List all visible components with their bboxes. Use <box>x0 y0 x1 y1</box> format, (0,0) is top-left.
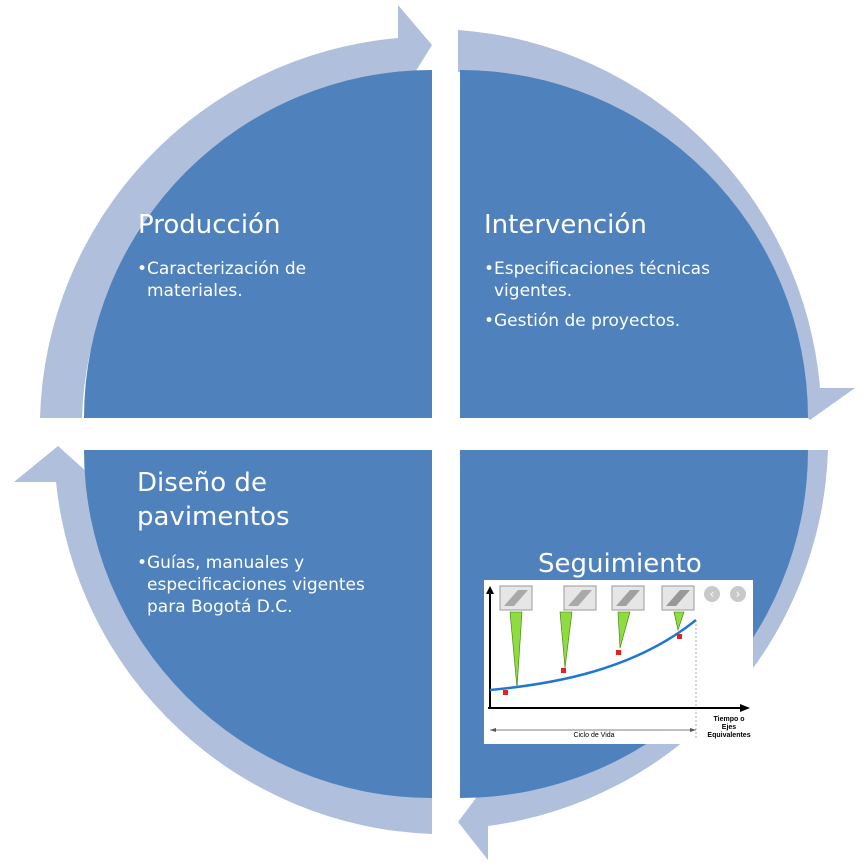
marker-4 <box>677 634 682 639</box>
quadrant-intervencion <box>460 70 808 418</box>
intervencion-bullet-2: Gestión de proyectos. <box>484 310 759 332</box>
marker-1 <box>503 690 508 695</box>
chart-next-button[interactable]: › <box>730 586 746 602</box>
quadrant-produccion <box>84 70 432 418</box>
marker-3 <box>616 650 621 655</box>
intervencion-bullets: Especificaciones técnicas vigentes. Gest… <box>484 258 759 340</box>
wedge-4 <box>673 611 685 632</box>
performance-curve <box>489 619 697 692</box>
chevron-left-icon: ‹ <box>709 587 715 601</box>
marker-2 <box>561 668 566 673</box>
lifecycle-chart-image: ‹ › Tiempo o Ejes Equivalentes Ciclo de … <box>484 580 753 744</box>
produccion-title: Producción <box>138 210 281 240</box>
seguimiento-title: Seguimiento <box>538 549 702 579</box>
chevron-right-icon: › <box>735 587 741 601</box>
arrow-top-right <box>458 30 855 420</box>
wedge-1 <box>509 611 523 689</box>
wedge-2 <box>559 611 573 669</box>
intervencion-bullet-1: Especificaciones técnicas vigentes. <box>484 258 759 302</box>
pavement-thumbnails <box>499 585 695 611</box>
quadrant-diseno <box>84 450 432 798</box>
chart-prev-button[interactable]: ‹ <box>704 586 720 602</box>
intervencion-title: Intervención <box>484 210 647 240</box>
produccion-bullet-1: Caracterización de materiales. <box>137 258 367 302</box>
diseno-bullet-1: Guías, manuales y especificaciones vigen… <box>137 552 407 618</box>
wedge-3 <box>617 611 631 649</box>
deterioration-wedges <box>509 611 685 689</box>
chart-xlabel: Tiempo o Ejes Equivalentes <box>707 716 751 739</box>
intervention-markers <box>503 634 682 695</box>
diseno-bullets: Guías, manuales y especificaciones vigen… <box>137 552 407 626</box>
chart-span-label: Ciclo de Vida <box>573 732 615 739</box>
diseno-title: Diseño de pavimentos <box>137 468 290 532</box>
arrow-top-left <box>40 5 432 418</box>
lifecycle-chart-svg <box>486 585 750 740</box>
produccion-bullets: Caracterización de materiales. <box>137 258 367 310</box>
